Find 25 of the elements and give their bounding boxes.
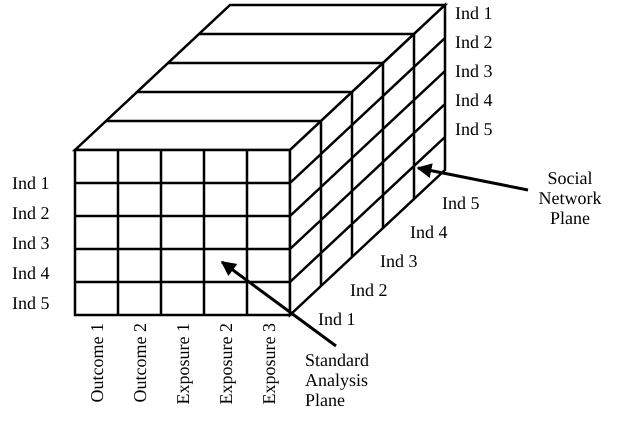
row-label: Ind 5 bbox=[12, 293, 50, 313]
row-label: Ind 1 bbox=[455, 3, 492, 23]
row-label: Ind 5 bbox=[455, 119, 492, 139]
row-label: Ind 4 bbox=[410, 222, 448, 242]
callout-text: Standard Analysis Plane bbox=[305, 350, 395, 410]
column-label: Outcome 1 bbox=[86, 323, 106, 402]
leader-arrow bbox=[220, 260, 337, 348]
column-label: Exposure 3 bbox=[258, 323, 278, 404]
row-label: Ind 2 bbox=[12, 203, 50, 223]
row-label: Ind 2 bbox=[350, 280, 388, 300]
row-label: Ind 4 bbox=[12, 263, 50, 283]
row-label: Ind 1 bbox=[12, 173, 50, 193]
column-label: Exposure 2 bbox=[216, 323, 236, 404]
column-label: Outcome 2 bbox=[130, 323, 150, 402]
row-label: Ind 2 bbox=[455, 32, 492, 52]
column-label: Exposure 1 bbox=[172, 323, 192, 404]
leader-arrow bbox=[416, 163, 528, 192]
row-label: Ind 4 bbox=[455, 90, 492, 110]
row-label: Ind 3 bbox=[380, 251, 418, 271]
row-label: Ind 3 bbox=[12, 233, 50, 253]
callout-text: Social Network Plane bbox=[530, 168, 610, 228]
front-grid-plane bbox=[75, 150, 290, 315]
row-label: Ind 5 bbox=[442, 193, 480, 213]
row-label: Ind 3 bbox=[455, 61, 492, 81]
row-label: Ind 1 bbox=[318, 309, 356, 329]
